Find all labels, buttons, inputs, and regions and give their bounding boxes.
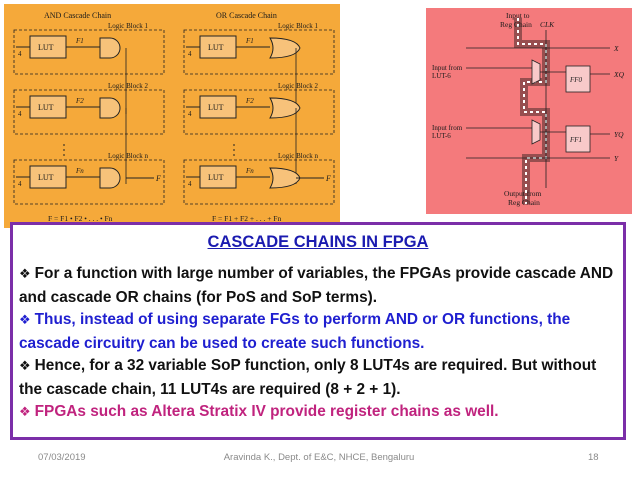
bullet-item: ❖For a function with large number of var… <box>19 263 617 309</box>
input-count-label: 4 <box>18 50 22 58</box>
slide-footer: 07/03/2019 Aravinda K., Dept. of E&C, NH… <box>0 452 638 468</box>
logic-block-label: Logic Block n <box>108 152 149 160</box>
input-count-label: 4 <box>18 110 22 118</box>
footer-author: Aravinda K., Dept. of E&C, NHCE, Bengalu… <box>223 452 415 463</box>
input1-label-2: LUT-6 <box>432 72 451 80</box>
input2-label-2: LUT-6 <box>432 132 451 140</box>
and-gate-shape <box>99 97 121 119</box>
input2-label-1: Input from <box>432 124 463 132</box>
register-chain-figure: Input to Reg Chain CLK Input from LUT-6 … <box>426 8 632 214</box>
logic-block-label: Logic Block n <box>278 152 319 160</box>
logic-block-label: Logic Block 2 <box>108 82 149 90</box>
diamond-bullet-icon: ❖ <box>19 267 31 282</box>
or-chain-title: OR Cascade Chain <box>216 11 277 20</box>
ff0-label: FF0 <box>569 76 583 84</box>
lut-label: LUT <box>38 173 54 182</box>
lut-label: LUT <box>208 103 224 112</box>
input-count-label: 4 <box>188 180 192 188</box>
bullet-item: ❖Hence, for a 32 variable SoP function, … <box>19 355 617 401</box>
function-output-label: Fn <box>245 167 254 175</box>
slide-title: CASCADE CHAINS IN FPGA <box>207 233 429 251</box>
bullet-text: Hence, for a 32 variable SoP function, o… <box>19 357 597 398</box>
ff1-label: FF1 <box>569 136 582 144</box>
final-output-label: F <box>325 174 331 183</box>
input-count-label: 4 <box>188 50 192 58</box>
function-output-label: F1 <box>245 37 254 45</box>
reg-top-label-1: Input to <box>506 11 530 20</box>
or-gate-shape <box>269 97 301 119</box>
lut-label: LUT <box>38 103 54 112</box>
bullet-list: ❖For a function with large number of var… <box>19 263 617 425</box>
and-gate-shape <box>99 167 121 189</box>
out-y-label: Y <box>614 154 619 163</box>
function-output-label: F2 <box>75 97 84 105</box>
content-box: CASCADE CHAINS IN FPGA ❖For a function w… <box>10 222 626 440</box>
diamond-bullet-icon: ❖ <box>19 313 31 328</box>
or-gate-shape <box>269 37 301 59</box>
out-yq-label: YQ <box>614 130 624 139</box>
logic-block-outline <box>183 29 335 75</box>
logic-block-label: Logic Block 1 <box>108 22 149 30</box>
cascade-chain-diagram: AND Cascade Chain OR Cascade Chain F = F… <box>13 11 335 223</box>
function-output-label: F1 <box>75 37 84 45</box>
ff1-box <box>565 125 591 153</box>
input1-label-1: Input from <box>432 64 463 72</box>
lut-label: LUT <box>38 43 54 52</box>
logic-block-outline <box>13 29 165 75</box>
logic-block-outline <box>183 159 335 205</box>
and-equation: F = F1 • F2 • . . . • Fn <box>48 214 113 223</box>
or-equation: F = F1 + F2 + . . . + Fn <box>212 214 281 223</box>
register-chain-diagram: Input to Reg Chain CLK Input from LUT-6 … <box>432 11 625 207</box>
lut-label: LUT <box>208 173 224 182</box>
input-count-label: 4 <box>18 180 22 188</box>
bullet-item: ❖Thus, instead of using separate FGs to … <box>19 309 617 355</box>
lut-label: LUT <box>208 43 224 52</box>
cascade-chain-figure: AND Cascade Chain OR Cascade Chain F = F… <box>4 4 340 228</box>
logic-block-label: Logic Block 2 <box>278 82 319 90</box>
diamond-bullet-icon: ❖ <box>19 405 31 420</box>
ff0-box <box>565 65 591 93</box>
and-chain-title: AND Cascade Chain <box>44 11 111 20</box>
logic-block-outline <box>13 89 165 135</box>
bullet-text: For a function with large number of vari… <box>19 265 614 306</box>
reg-bottom-label-1: Output from <box>504 189 541 198</box>
function-output-label: Fn <box>75 167 84 175</box>
diamond-bullet-icon: ❖ <box>19 359 31 374</box>
and-gate-shape <box>99 37 121 59</box>
mux0-shape <box>531 59 541 85</box>
out-xq-label: XQ <box>613 70 625 79</box>
footer-page-number: 18 <box>588 452 599 463</box>
out-x-label: X <box>613 44 619 53</box>
or-gate-shape <box>269 167 301 189</box>
logic-block-outline <box>13 159 165 205</box>
logic-block-label: Logic Block 1 <box>278 22 319 30</box>
bullet-text: FPGAs such as Altera Stratix IV provide … <box>34 403 499 420</box>
function-output-label: F2 <box>245 97 254 105</box>
bullet-item: ❖FPGAs such as Altera Stratix IV provide… <box>19 401 617 425</box>
logic-block-outline <box>183 89 335 135</box>
reg-bottom-label-2: Reg Chain <box>508 198 540 207</box>
bullet-text: Thus, instead of using separate FGs to p… <box>19 311 571 352</box>
final-output-label: F <box>155 174 161 183</box>
footer-date: 07/03/2019 <box>38 452 86 463</box>
reg-top-label-2: Reg Chain <box>500 20 532 29</box>
input-count-label: 4 <box>188 110 192 118</box>
mux1-shape <box>531 119 541 145</box>
clk-label: CLK <box>540 20 555 29</box>
